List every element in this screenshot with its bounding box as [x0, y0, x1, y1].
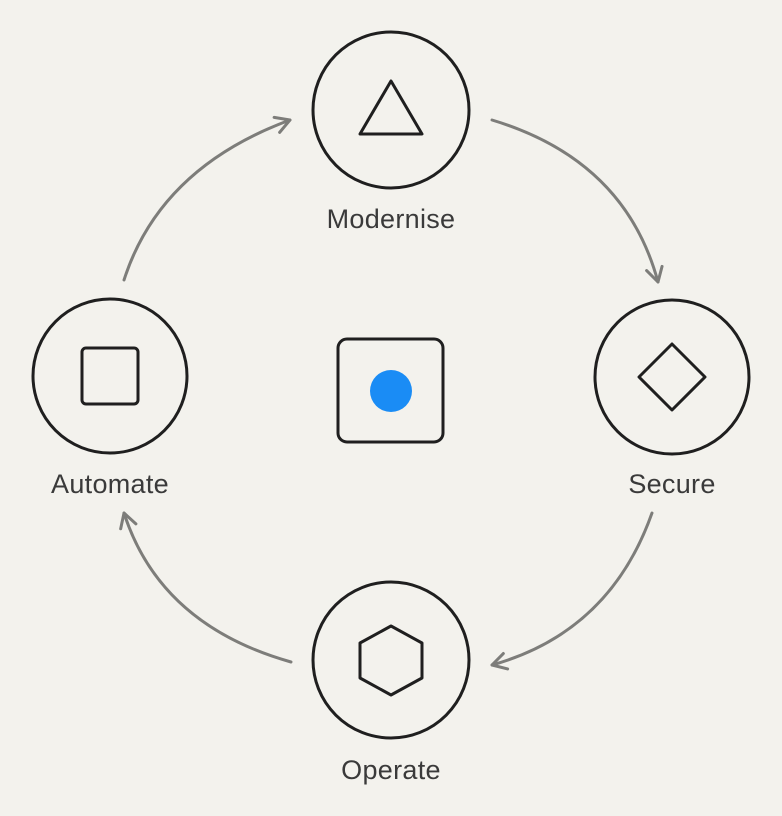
center-frame — [336, 337, 445, 444]
node-ring — [593, 298, 751, 456]
node-ring — [311, 580, 471, 740]
arrow-operate-to-automate — [119, 511, 293, 664]
triangle-icon — [358, 79, 424, 136]
node-automate: Automate — [31, 297, 189, 499]
node-ring — [31, 297, 189, 455]
diamond-icon — [637, 342, 707, 412]
node-secure: Secure — [593, 298, 751, 499]
cycle-arrows — [119, 115, 664, 671]
node-modernise: Modernise — [311, 30, 471, 234]
node-ring — [311, 30, 471, 190]
arrow-modernise-to-secure — [490, 118, 664, 284]
square-icon — [80, 346, 140, 406]
hexagon-icon — [358, 624, 424, 697]
center-hub — [336, 337, 445, 444]
node-label-operate: Operate — [341, 755, 441, 785]
node-label-automate: Automate — [51, 469, 169, 499]
target-dot-icon — [370, 370, 412, 412]
node-label-modernise: Modernise — [327, 204, 456, 234]
node-label-secure: Secure — [628, 469, 715, 499]
node-operate: Operate — [311, 580, 471, 785]
arrow-secure-to-operate — [490, 511, 654, 671]
arrow-automate-to-modernise — [122, 115, 292, 282]
